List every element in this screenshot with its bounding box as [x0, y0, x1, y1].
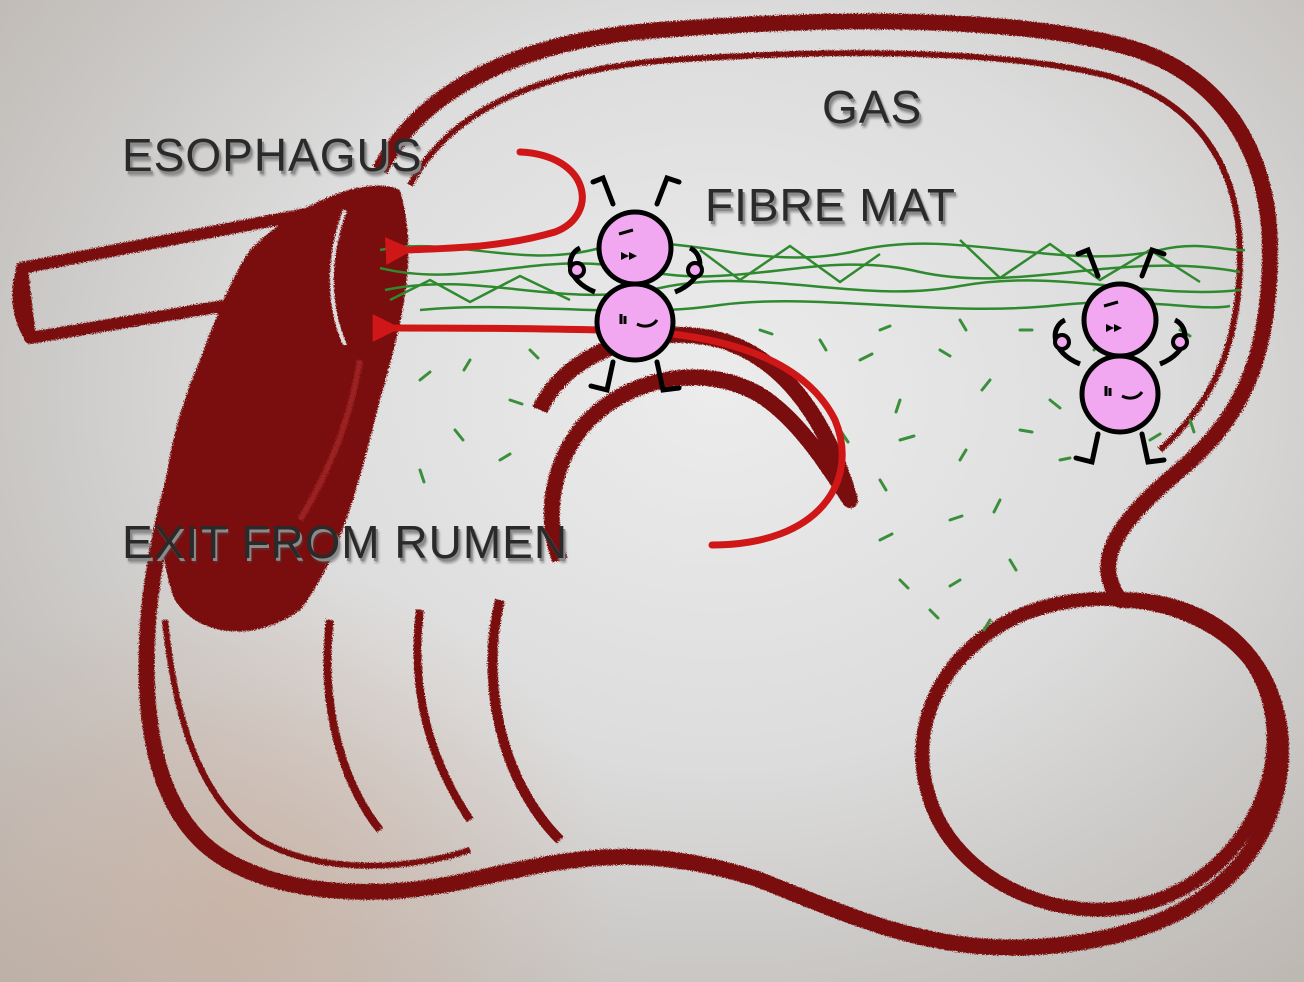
fibre-mat-label: FIBRE MAT — [705, 178, 956, 232]
esophagus-return-arrow — [408, 152, 582, 250]
liquid-particles — [420, 320, 1194, 630]
esophagus-label: ESOPHAGUS — [122, 128, 422, 182]
gas-label: GAS — [822, 80, 922, 134]
exit-from-rumen-label: EXIT FROM RUMEN — [122, 515, 568, 569]
